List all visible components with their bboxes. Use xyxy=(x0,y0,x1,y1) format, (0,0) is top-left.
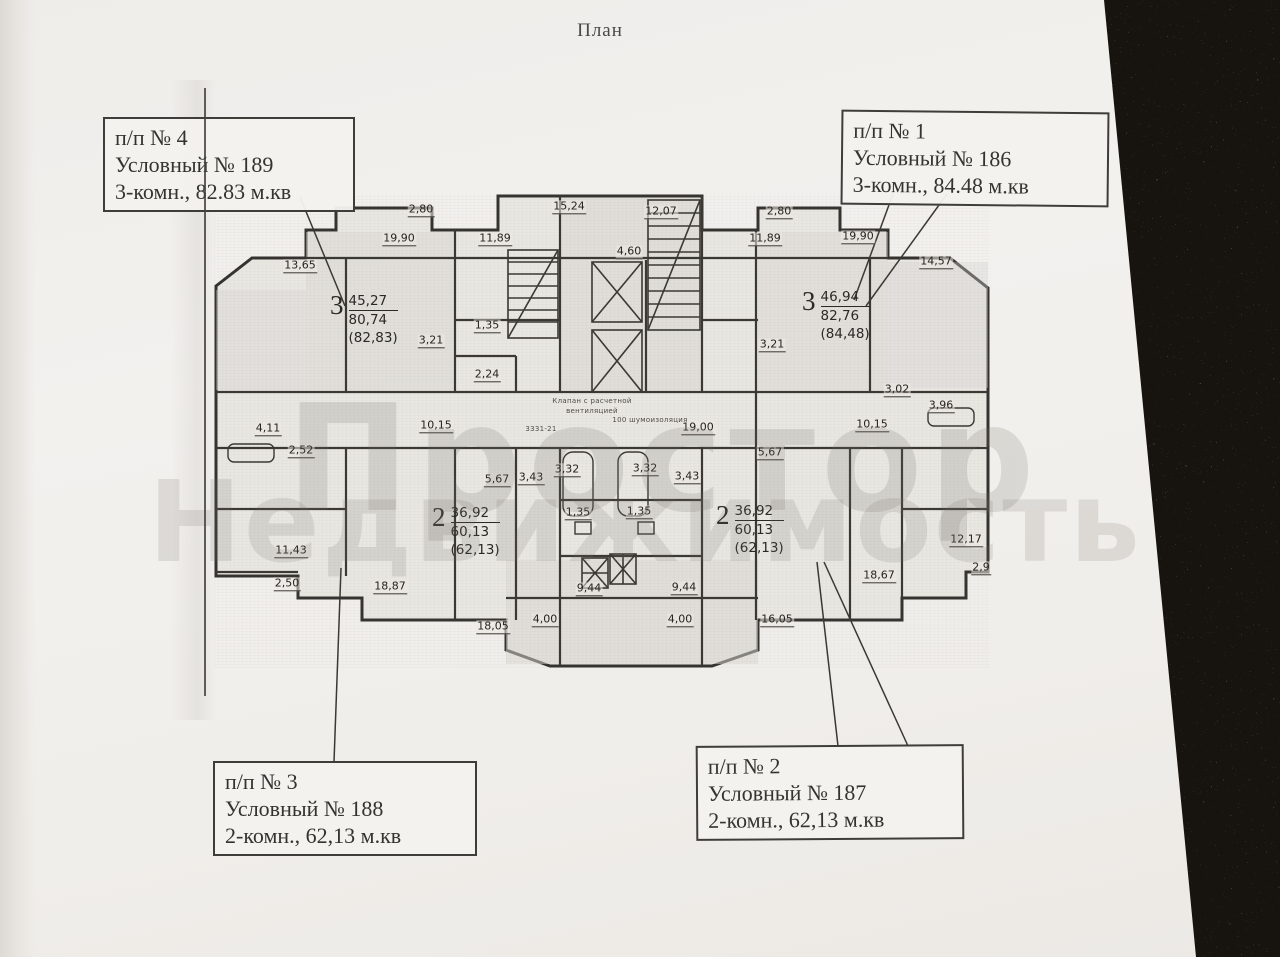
dimension-label: 2,24 xyxy=(473,367,501,383)
dimension-label: 4,60 xyxy=(615,244,643,260)
rooms-and-area: 3-комн., 84.48 м.кв xyxy=(852,171,1030,199)
conditional-number: Условный № 187 xyxy=(707,779,867,806)
dimension-label: 2,80 xyxy=(765,204,793,220)
rooms-and-area: 2-комн., 62,13 м.кв xyxy=(225,823,402,848)
total-area: 60,13 xyxy=(450,524,490,540)
dimension-label: 2,80 xyxy=(407,202,435,218)
dimension-label: 1,35 xyxy=(473,318,501,334)
dimension-label: 9,44 xyxy=(670,580,698,596)
plan-note-label: 100 шумоизоляция xyxy=(612,416,688,424)
living-area: 45,27 xyxy=(348,292,398,311)
area-with-balcony: (62,13) xyxy=(450,542,500,558)
total-area: 80,74 xyxy=(348,312,388,328)
plan-label-apartment-188: 2 36,92 60,13 (62,13) xyxy=(432,504,500,559)
dimension-label: 14,57 xyxy=(919,254,953,270)
plan-label-apartment-189: 3 45,27 80,74 (82,83) xyxy=(330,292,398,347)
pp-number: п/п № 3 xyxy=(225,769,298,794)
dimension-label: 4,00 xyxy=(666,612,694,628)
conditional-number: Условный № 186 xyxy=(852,144,1012,172)
dimension-label: 3,21 xyxy=(758,337,786,353)
pp-number: п/п № 4 xyxy=(115,125,188,150)
plan-note-label: вентиляцией xyxy=(566,407,618,415)
dimension-label: 3,43 xyxy=(517,470,545,486)
living-area: 36,92 xyxy=(450,504,500,523)
dimension-label: 5,67 xyxy=(756,445,784,461)
rooms-and-area: 2-комн., 62,13 м.кв xyxy=(708,806,885,833)
total-area: 60,13 xyxy=(734,522,774,538)
sheet-left-edge xyxy=(0,0,36,957)
dimension-label: 11,89 xyxy=(478,231,512,247)
dimension-label: 5,67 xyxy=(483,472,511,488)
dimension-label: 4,11 xyxy=(254,421,282,437)
dimension-label: 18,05 xyxy=(476,619,510,635)
dimension-label: 19,00 xyxy=(681,420,715,436)
plan-note-label: Клапан с расчетной xyxy=(552,397,632,405)
page-fold-line xyxy=(204,88,206,696)
dimension-label: 1,35 xyxy=(625,504,653,520)
dimension-label: 3,02 xyxy=(883,382,911,398)
area-with-balcony: (62,13) xyxy=(734,540,784,556)
annotation-box-apartment-1: п/п № 1 Условный № 186 3-комн., 84.48 м.… xyxy=(840,109,1110,208)
dimension-label: 12,07 xyxy=(644,204,678,220)
plan-note-label: 3331-21 xyxy=(525,425,557,433)
dimension-label: 11,89 xyxy=(748,231,782,247)
page-title: План xyxy=(577,20,623,41)
room-count: 2 xyxy=(432,502,446,532)
area-with-balcony: (82,83) xyxy=(348,330,398,346)
dimension-label: 13,65 xyxy=(283,258,317,274)
dimension-label: 3,32 xyxy=(553,462,581,478)
dimension-label: 2,50 xyxy=(273,576,301,592)
plan-label-apartment-187: 2 36,92 60,13 (62,13) xyxy=(716,502,784,557)
dimension-label: 18,67 xyxy=(862,568,896,584)
dimension-label: 19,90 xyxy=(841,229,875,245)
dimension-label: 19,90 xyxy=(382,231,416,247)
pp-number: п/п № 2 xyxy=(707,753,781,779)
dimension-label: 4,00 xyxy=(531,612,559,628)
dimension-label: 16,05 xyxy=(760,612,794,628)
dimension-label: 10,15 xyxy=(419,418,453,434)
dimension-label: 3,96 xyxy=(927,398,955,414)
dimension-label: 12,17 xyxy=(949,532,983,548)
leader-lines xyxy=(299,193,948,763)
conditional-number: Условный № 189 xyxy=(115,152,274,177)
room-count: 3 xyxy=(802,286,816,316)
dimension-label: 3,32 xyxy=(631,461,659,477)
dimension-label: 18,87 xyxy=(373,579,407,595)
living-area: 46,94 xyxy=(820,288,870,307)
living-area: 36,92 xyxy=(734,502,784,521)
dimension-label: 15,24 xyxy=(552,199,586,215)
rooms-and-area: 3-комн., 82.83 м.кв xyxy=(115,179,292,204)
dimension-label: 2,52 xyxy=(287,443,315,459)
dimension-label: 11,43 xyxy=(274,543,308,559)
annotation-box-apartment-2: п/п № 2 Условный № 187 2-комн., 62,13 м.… xyxy=(695,744,965,841)
dimension-label: 2,9 xyxy=(971,560,991,576)
pp-number: п/п № 1 xyxy=(853,117,927,144)
total-area: 82,76 xyxy=(820,308,860,324)
room-count: 2 xyxy=(716,500,730,530)
conditional-number: Условный № 188 xyxy=(225,796,384,821)
dimension-label: 3,43 xyxy=(673,469,701,485)
room-count: 3 xyxy=(330,290,344,320)
dimension-label: 9,44 xyxy=(575,581,603,597)
dimension-label: 10,15 xyxy=(855,417,889,433)
dimension-label: 3,21 xyxy=(417,333,445,349)
annotation-box-apartment-4: п/п № 4 Условный № 189 3-комн., 82.83 м.… xyxy=(103,117,355,212)
plan-label-apartment-186: 3 46,94 82,76 (84,48) xyxy=(802,288,870,343)
annotation-box-apartment-3: п/п № 3 Условный № 188 2-комн., 62,13 м.… xyxy=(213,761,477,856)
dimension-label: 1,35 xyxy=(564,505,592,521)
area-with-balcony: (84,48) xyxy=(820,326,870,342)
